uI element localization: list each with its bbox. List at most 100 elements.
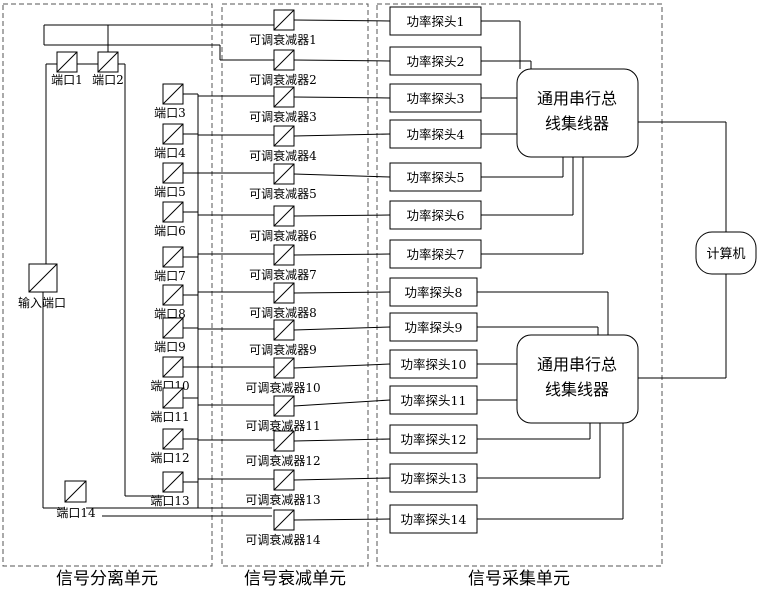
power-probe-8: 功率探头8: [389, 277, 478, 307]
attenuator-3-label: 可调衰减器3: [249, 109, 317, 124]
port-12: 端口12: [150, 428, 190, 465]
usb-hub-1-label-line2: 线集线器: [545, 114, 609, 133]
attenuator-5: 可调衰减器5: [249, 163, 317, 201]
port-14-label: 端口14: [56, 506, 96, 520]
port-8: 端口8: [154, 284, 186, 321]
attenuator-14-label: 可调衰减器14: [245, 532, 321, 547]
attenuator-12-label: 可调衰减器12: [245, 453, 320, 468]
port-4-label: 端口4: [154, 146, 186, 160]
power-probe-8-label: 功率探头8: [405, 285, 463, 300]
attenuator-8-label: 可调衰减器8: [249, 305, 317, 320]
input-port: 输入端口: [18, 263, 66, 310]
attenuator-1: 可调衰减器1: [249, 9, 317, 47]
attenuation-unit-frame: [221, 3, 369, 567]
attenuator-13-label: 可调衰减器13: [245, 492, 320, 507]
port-3-label: 端口3: [154, 106, 186, 120]
separation-unit-frame: [2, 3, 213, 567]
attenuator-7: 可调衰减器7: [249, 244, 317, 282]
port-13: 端口13: [150, 471, 190, 508]
port-6-label: 端口6: [154, 224, 186, 238]
port-9-label: 端口9: [154, 340, 186, 354]
usb-hub-2-label-line2: 线集线器: [545, 380, 609, 399]
port-2-label: 端口2: [92, 73, 124, 87]
power-probe-5-label: 功率探头5: [407, 170, 465, 185]
attenuator-5-label: 可调衰减器5: [249, 186, 317, 201]
usb-hub-1-label-line1: 通用串行总: [537, 89, 617, 108]
port-9: 端口9: [154, 317, 186, 354]
signal-wires: [43, 19, 624, 521]
power-probe-11: 功率探头11: [389, 385, 478, 415]
attenuator-4-label: 可调衰减器4: [249, 148, 317, 163]
power-probe-13: 功率探头13: [389, 463, 478, 493]
port-13-label: 端口13: [150, 494, 189, 508]
power-probe-1-label: 功率探头1: [407, 14, 465, 29]
attenuator-13: 可调衰减器13: [245, 469, 321, 507]
attenuator-6: 可调衰减器6: [249, 205, 317, 243]
power-probe-2-label: 功率探头2: [407, 54, 465, 69]
attenuator-2-label: 可调衰减器2: [249, 72, 317, 87]
attenuator-12: 可调衰减器12: [245, 430, 321, 468]
port-7-label: 端口7: [154, 269, 186, 283]
acquisition-unit-frame: [376, 3, 663, 567]
port-12-label: 端口12: [150, 451, 189, 465]
separation-trunk-wiring: [42, 63, 164, 509]
power-probe-10: 功率探头10: [389, 349, 478, 379]
attenuator-1-label: 可调衰减器1: [249, 32, 317, 47]
power-probe-10-label: 功率探头10: [401, 357, 467, 372]
attenuator-7-label: 可调衰减器7: [249, 267, 317, 282]
power-probe-7: 功率探头7: [389, 239, 482, 269]
port-2: 端口2: [92, 51, 124, 87]
power-probe-1: 功率探头1: [389, 6, 482, 36]
power-probe-3-label: 功率探头3: [407, 91, 465, 106]
probe-group: 功率探头1 功率探头2 功率探头3 功率探头4 功率探头5 功率探头6 功率探头7 功率探头8…: [389, 6, 482, 534]
port-11-label: 端口11: [150, 410, 189, 424]
power-probe-6: 功率探头6: [389, 200, 482, 230]
power-probe-9: 功率探头9: [389, 312, 478, 342]
power-probe-13-label: 功率探头13: [401, 471, 467, 486]
port-1-label: 端口1: [51, 73, 83, 87]
usb-hub-1: 通用串行总 线集线器: [516, 68, 639, 158]
input-port-label: 输入端口: [18, 295, 66, 310]
usb-hub-2: 通用串行总 线集线器: [516, 334, 639, 424]
power-probe-6-label: 功率探头6: [407, 208, 465, 223]
attenuator-4: 可调衰减器4: [249, 125, 317, 163]
port-7: 端口7: [154, 246, 186, 283]
attenuator-6-label: 可调衰减器6: [249, 228, 317, 243]
port-1: 端口1: [51, 51, 83, 87]
port-6: 端口6: [154, 201, 186, 238]
computer-label: 计算机: [706, 247, 745, 262]
separation-unit-label: 信号分离单元: [56, 569, 158, 589]
attenuator-8: 可调衰减器8: [249, 282, 317, 320]
port-5: 端口5: [154, 162, 186, 199]
power-probe-2: 功率探头2: [389, 46, 482, 76]
attenuator-2: 可调衰减器2: [249, 49, 317, 87]
attenuator-11-label: 可调衰减器11: [245, 418, 320, 433]
power-probe-14: 功率探头14: [389, 504, 478, 534]
power-probe-14-label: 功率探头14: [401, 512, 467, 527]
usb-hub-2-label-line1: 通用串行总: [537, 355, 617, 374]
power-probe-4-label: 功率探头4: [407, 127, 465, 142]
acquisition-unit-label: 信号采集单元: [468, 569, 570, 589]
power-probe-11-label: 功率探头11: [401, 393, 467, 408]
attenuator-14: 可调衰减器14: [245, 509, 321, 547]
attenuation-unit-label: 信号衰减单元: [244, 569, 346, 589]
port-14: 端口14: [56, 480, 96, 520]
port-4: 端口4: [154, 123, 186, 160]
power-probe-5: 功率探头5: [389, 162, 482, 192]
attenuator-11: 可调衰减器11: [245, 395, 321, 433]
port-5-label: 端口5: [154, 185, 186, 199]
attenuator-3: 可调衰减器3: [249, 86, 317, 124]
attenuator-9: 可调衰减器9: [249, 319, 317, 357]
port-11: 端口11: [150, 387, 190, 424]
power-probe-7-label: 功率探头7: [407, 247, 465, 262]
computer: 计算机: [638, 121, 757, 379]
attenuator-9-label: 可调衰减器9: [249, 342, 317, 357]
attenuator-10-label: 可调衰减器10: [245, 380, 320, 395]
power-probe-9-label: 功率探头9: [405, 320, 463, 335]
power-probe-4: 功率探头4: [389, 119, 482, 149]
power-probe-3: 功率探头3: [389, 83, 482, 113]
port-3: 端口3: [154, 83, 186, 120]
attenuator-10: 可调衰减器10: [245, 357, 321, 395]
